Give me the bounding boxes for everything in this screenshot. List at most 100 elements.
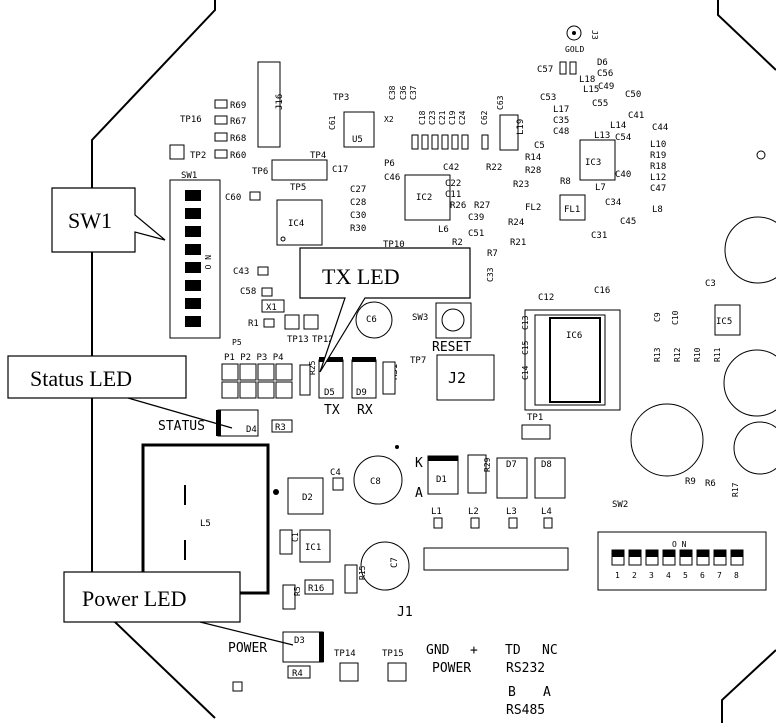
sw1-positions — [185, 190, 201, 327]
c3-label: C3 — [705, 279, 716, 289]
mount-hole — [723, 349, 776, 417]
c19-label: C19 — [448, 110, 457, 125]
nc-label: NC — [542, 643, 558, 658]
status-led-pointer — [127, 397, 233, 429]
board-outline-right-bottom — [721, 649, 776, 723]
p-pads — [221, 363, 293, 399]
c51-label: C51 — [468, 229, 484, 239]
c53-label: C53 — [540, 93, 556, 103]
sw2-positions — [611, 549, 744, 566]
a-label: A — [543, 685, 551, 700]
gnd-label: GND — [426, 643, 450, 658]
l15-label: L15 — [583, 85, 599, 95]
c40-label: C40 — [615, 170, 631, 180]
plus-label: + — [470, 643, 478, 658]
d5-label: D5 — [324, 388, 335, 398]
td-label: TD — [505, 643, 521, 658]
x2-label: X2 — [384, 115, 394, 124]
j1-label: J1 — [397, 605, 413, 620]
mount-hole — [733, 421, 776, 475]
l18-label: L18 — [579, 75, 595, 85]
l7-label: L7 — [595, 183, 606, 193]
rs232-label: RS232 — [506, 661, 545, 676]
r60-label: R60 — [230, 151, 246, 161]
svg-text:6: 6 — [700, 571, 705, 580]
r67-label: R67 — [230, 117, 246, 127]
cap-row — [411, 134, 489, 150]
r22-label: R22 — [486, 163, 502, 173]
r11-label: R11 — [713, 347, 722, 362]
c13-label: C13 — [521, 315, 530, 330]
c44-label: C44 — [652, 123, 668, 133]
l1-label: L1 — [431, 507, 442, 517]
c42-label: C42 — [443, 163, 459, 173]
c23-label: C23 — [428, 110, 437, 125]
x1-label: X1 — [266, 303, 277, 313]
l12-label: L12 — [650, 173, 666, 183]
ic2-chip — [404, 174, 451, 221]
power-label: POWER — [228, 641, 267, 656]
c16-label: C16 — [594, 286, 610, 296]
d4-label: D4 — [246, 425, 257, 435]
c60-label: C60 — [225, 193, 241, 203]
tp16-label: TP16 — [180, 115, 202, 125]
board-outline-right — [717, 0, 776, 71]
r17-label: R17 — [731, 482, 740, 497]
reset-label: RESET — [432, 340, 471, 355]
sw2-on-label: O N — [672, 540, 687, 549]
l4-label: L4 — [541, 507, 552, 517]
d4-led — [217, 409, 259, 437]
l10-label: L10 — [650, 140, 666, 150]
c30-label: C30 — [350, 211, 366, 221]
l3-label: L3 — [506, 507, 517, 517]
c9-label: C9 — [653, 312, 662, 322]
j3-label: J3 — [590, 30, 599, 40]
small-hole — [756, 150, 766, 160]
c48-label: C48 — [553, 127, 569, 137]
c11-label: C11 — [445, 190, 461, 200]
c35-label: C35 — [553, 116, 569, 126]
ic3-chip — [579, 139, 616, 181]
ic6-label: IC6 — [566, 331, 582, 341]
status-label: STATUS — [158, 419, 205, 434]
c7-label: C7 — [390, 557, 400, 568]
tp5-label: TP5 — [290, 183, 306, 193]
d7-label: D7 — [506, 460, 517, 470]
c6-label: C6 — [366, 315, 377, 325]
fl2-label: FL2 — [525, 203, 541, 213]
l5-label: L5 — [200, 519, 211, 529]
tp2-label: TP2 — [190, 151, 206, 161]
gold-label: GOLD — [565, 45, 584, 54]
c24-label: C24 — [458, 110, 467, 125]
ic5-label: IC5 — [716, 317, 732, 327]
power-led-callout-text: Power LED — [82, 586, 186, 611]
r19-label: R19 — [650, 151, 666, 161]
l13-label: L13 — [594, 131, 610, 141]
tp6-label: TP6 — [252, 167, 268, 177]
l8-label: L8 — [652, 205, 663, 215]
c21-label: C21 — [438, 110, 447, 125]
d2-diode — [287, 477, 324, 515]
r28-label: R28 — [525, 166, 541, 176]
l19-label: L19 — [516, 119, 526, 135]
rx-label: RX — [357, 403, 373, 418]
c41-label: C41 — [628, 111, 644, 121]
tx-led-callout-box — [299, 247, 471, 373]
svg-text:5: 5 — [683, 571, 688, 580]
sw1-board-label: SW1 — [181, 171, 197, 181]
c45-label: C45 — [620, 217, 636, 227]
svg-text:2: 2 — [632, 571, 637, 580]
r13-label: R13 — [653, 347, 662, 362]
r30-label: R30 — [350, 224, 366, 234]
r29-label: R29 — [483, 457, 492, 472]
p6-label: P6 — [384, 159, 395, 169]
tp12-label: TP12 — [312, 335, 334, 345]
c4-label: C4 — [330, 468, 341, 478]
c50-label: C50 — [625, 90, 641, 100]
board-outline — [91, 0, 216, 719]
c46-label: C46 — [384, 173, 400, 183]
c7-cap — [360, 541, 410, 591]
r16-label: R16 — [308, 584, 324, 594]
c14-label: C14 — [521, 365, 530, 380]
d1-label: D1 — [436, 475, 447, 485]
